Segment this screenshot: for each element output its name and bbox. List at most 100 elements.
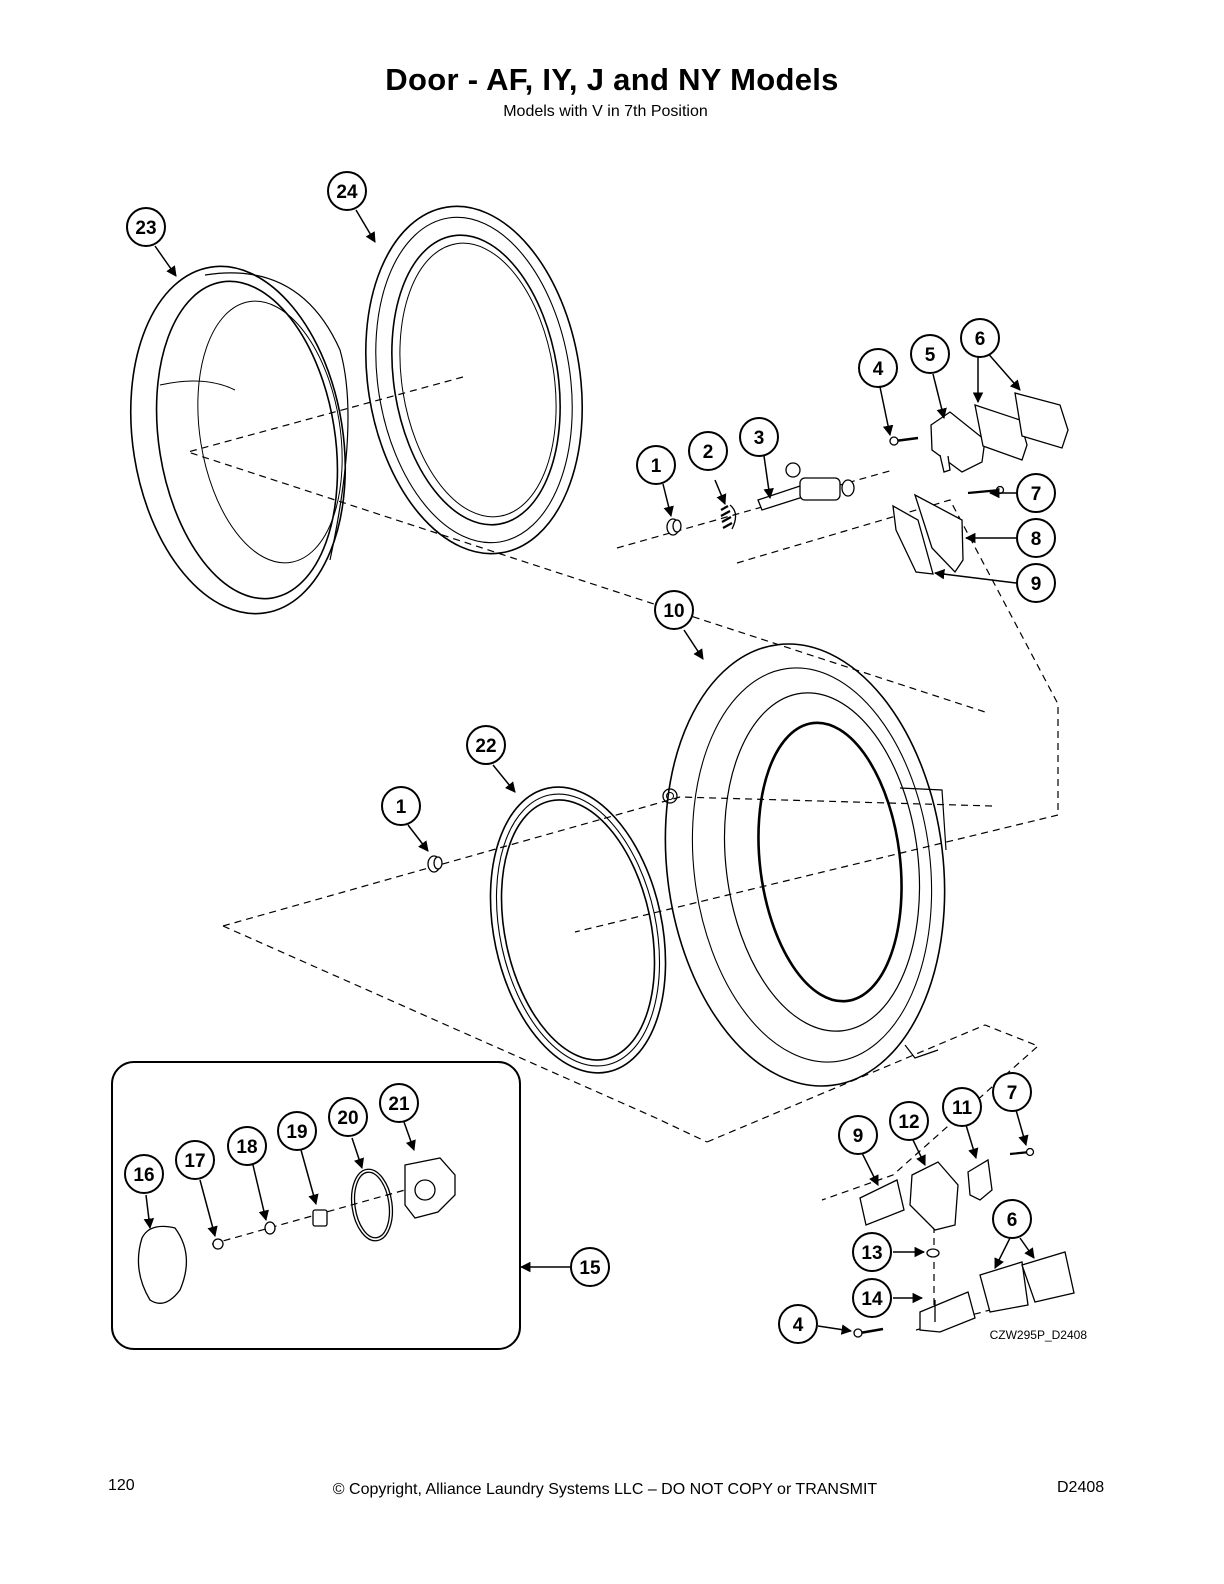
callout-circle (910, 334, 950, 374)
inset-box-part-15 (111, 1061, 521, 1350)
callout-18: 18 (227, 1126, 267, 1166)
callout-7: 7 (1016, 473, 1056, 513)
callout-circle (852, 1278, 892, 1318)
callout-circle (960, 318, 1000, 358)
callout-circle (175, 1140, 215, 1180)
part-10-door-ring (662, 643, 947, 1087)
callout-21: 21 (379, 1083, 419, 1123)
lower-hinge-hardware (427, 855, 1075, 1338)
callout-label: 9 (853, 1126, 864, 1147)
callout-label: 7 (1031, 484, 1042, 505)
callout-label: 2 (703, 442, 714, 463)
callout-label: 17 (184, 1151, 205, 1172)
callout-circle (1016, 563, 1056, 603)
callout-label: 19 (286, 1122, 307, 1143)
callout-label: 8 (1031, 529, 1042, 550)
callout-label: 10 (663, 601, 684, 622)
callout-13: 13 (852, 1232, 892, 1272)
callout-circle (858, 348, 898, 388)
leader-lines (143, 209, 1035, 1335)
callout-circle (328, 1097, 368, 1137)
callout-label: 6 (975, 329, 986, 350)
callout-12: 12 (889, 1101, 929, 1141)
callout-circle (992, 1199, 1032, 1239)
callout-label: 6 (1007, 1210, 1018, 1231)
callout-9: 9 (838, 1115, 878, 1155)
callout-circle (466, 725, 506, 765)
callout-circle (227, 1126, 267, 1166)
callouts: 1234567891011121314151617181920212223241… (124, 171, 1056, 1344)
callout-label: 3 (754, 428, 765, 449)
callout-circle (1016, 473, 1056, 513)
callout-14: 14 (852, 1278, 892, 1318)
part-22-gasket (489, 786, 667, 1074)
document-code: D2408 (1057, 1479, 1105, 1496)
page-number: 120 (108, 1477, 135, 1494)
callout-label: 24 (336, 182, 358, 203)
callout-3: 3 (739, 417, 779, 457)
callout-circle (124, 1154, 164, 1194)
callout-19: 19 (277, 1111, 317, 1151)
callout-20: 20 (328, 1097, 368, 1137)
callout-circle (277, 1111, 317, 1151)
part-23-door-flange (129, 265, 349, 615)
callout-label: 20 (337, 1108, 358, 1129)
callout-9: 9 (1016, 563, 1056, 603)
callout-circle (838, 1115, 878, 1155)
callout-circle (327, 171, 367, 211)
callout-label: 22 (475, 736, 496, 757)
page-subtitle: Models with V in 7th Position (503, 103, 708, 120)
callout-17: 17 (175, 1140, 215, 1180)
callout-24: 24 (327, 171, 367, 211)
callout-circle (889, 1101, 929, 1141)
callout-label: 18 (236, 1137, 257, 1158)
callout-circle (778, 1304, 818, 1344)
callout-8: 8 (1016, 518, 1056, 558)
callout-2: 2 (688, 431, 728, 471)
upper-hinge-hardware (666, 392, 1069, 575)
callout-circle (992, 1072, 1032, 1112)
callout-7: 7 (992, 1072, 1032, 1112)
callout-16: 16 (124, 1154, 164, 1194)
callout-6: 6 (960, 318, 1000, 358)
callout-label: 4 (873, 359, 884, 380)
drawing-code: CZW295P_D2408 (990, 1328, 1088, 1342)
callout-circle (654, 590, 694, 630)
callout-label: 4 (793, 1315, 804, 1336)
page-title: Door - AF, IY, J and NY Models (385, 62, 839, 97)
callout-circle (570, 1247, 610, 1287)
callout-label: 1 (396, 797, 407, 818)
copyright-notice: © Copyright, Alliance Laundry Systems LL… (332, 1481, 878, 1498)
callout-6: 6 (992, 1199, 1032, 1239)
callout-label: 9 (1031, 574, 1042, 595)
callout-label: 7 (1007, 1083, 1018, 1104)
callout-label: 15 (579, 1258, 601, 1279)
callout-label: 16 (133, 1165, 154, 1186)
callout-1: 1 (636, 445, 676, 485)
callout-label: 23 (135, 218, 156, 239)
callout-label: 13 (861, 1243, 882, 1264)
callout-circle (852, 1232, 892, 1272)
callout-circle (739, 417, 779, 457)
callout-label: 11 (952, 1098, 973, 1119)
callout-label: 1 (651, 456, 662, 477)
callout-circle (379, 1083, 419, 1123)
callout-22: 22 (466, 725, 506, 765)
callout-label: 14 (861, 1289, 883, 1310)
callout-circle (126, 207, 166, 247)
callout-circle (636, 445, 676, 485)
callout-label: 5 (925, 345, 936, 366)
callout-circle (942, 1087, 982, 1127)
callout-5: 5 (910, 334, 950, 374)
callout-label: 12 (898, 1112, 919, 1133)
callout-1: 1 (381, 786, 421, 826)
callout-circle (688, 431, 728, 471)
callout-15: 15 (570, 1247, 610, 1287)
callout-4: 4 (858, 348, 898, 388)
callout-circle (381, 786, 421, 826)
callout-4: 4 (778, 1304, 818, 1344)
callout-10: 10 (654, 590, 694, 630)
callout-23: 23 (126, 207, 166, 247)
callout-label: 21 (388, 1094, 410, 1115)
